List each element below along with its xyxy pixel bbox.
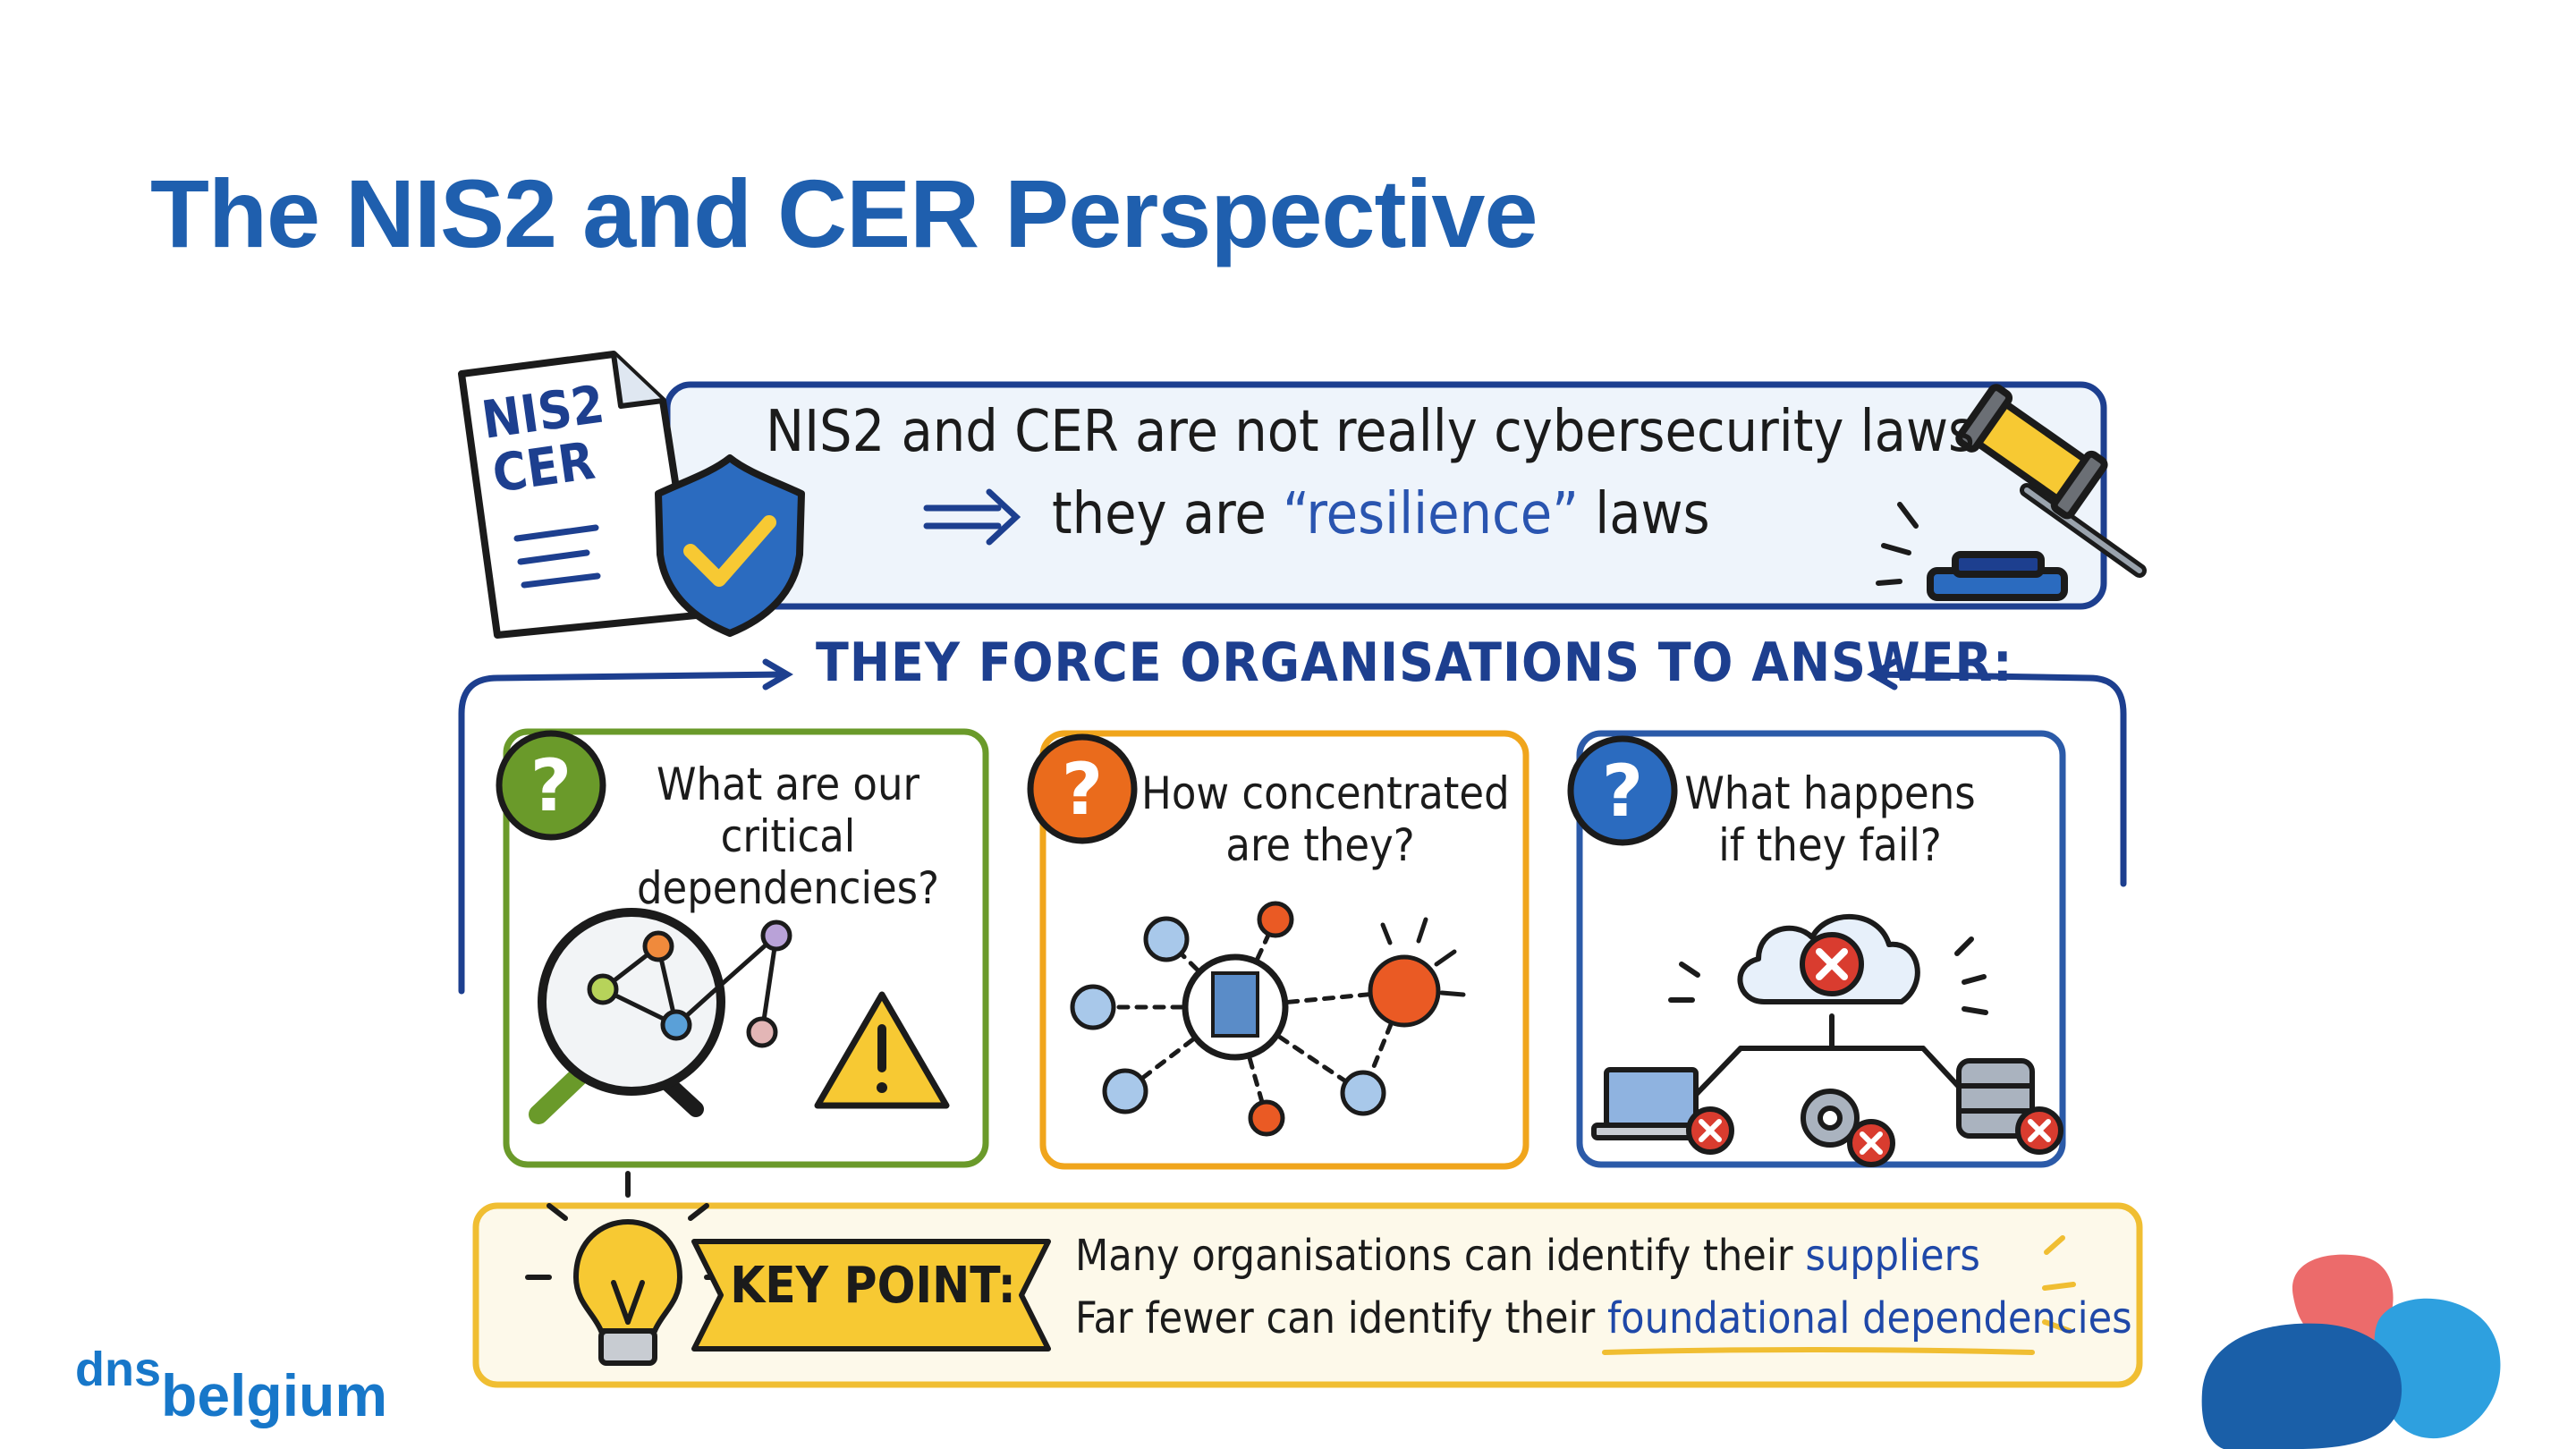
warning-triangle-icon	[814, 991, 950, 1109]
logo-dns: dns	[75, 1343, 162, 1396]
laws-banner-line1: NIS2 and CER are not really cybersecurit…	[766, 399, 1976, 465]
question-circle-3	[1567, 735, 1678, 846]
question-mark-2: ?	[1062, 748, 1103, 831]
lightbulb-icon	[525, 1171, 731, 1366]
illustration-drawing: NIS2 CER	[458, 351, 2147, 1388]
key-point-line1: Many organisations can identify their su…	[1075, 1231, 1980, 1281]
foundational-highlight: foundational dependencies	[1606, 1293, 2132, 1343]
logo-belgium: belgium	[161, 1362, 388, 1428]
question-3-line1: What happens	[1684, 767, 1976, 819]
sparkle-lines	[2042, 1235, 2076, 1334]
brand-shapes	[2201, 1254, 2501, 1449]
question-mark-3: ?	[1602, 750, 1643, 833]
question-1-line2: critical	[720, 810, 856, 862]
question-text-1: What are our critical dependencies?	[609, 758, 967, 914]
shield-check-icon	[655, 454, 805, 637]
key-point-label: KEY POINT:	[730, 1257, 1016, 1315]
concentration-network-icon	[1070, 901, 1466, 1137]
question-3-line2: if they fail?	[1718, 819, 1942, 871]
laws-banner-line2: they are “resilience” laws	[1052, 481, 1710, 547]
magnifier-network-icon	[529, 908, 792, 1124]
question-2-line2: are they?	[1225, 819, 1415, 871]
double-arrow-icon	[923, 488, 1021, 546]
question-1-line1: What are our	[657, 758, 919, 810]
foundational-underline	[1602, 1347, 2035, 1355]
key-point-line1-prefix: Many organisations can identify their	[1075, 1231, 1806, 1281]
question-text-3: What happens if they fail?	[1669, 767, 1991, 871]
resilience-highlight: “resilience”	[1283, 481, 1579, 547]
question-circle-2	[1027, 733, 1138, 844]
light-blue-blob	[2374, 1298, 2501, 1439]
question-text-2: How concentrated are they?	[1141, 767, 1510, 871]
question-circle-1	[496, 730, 606, 841]
key-point-line2: Far fewer can identify their foundationa…	[1075, 1293, 2132, 1343]
bracket-arrows	[458, 658, 2127, 995]
doc-label-cer: CER	[488, 430, 597, 504]
key-point-ribbon	[691, 1239, 1051, 1352]
dnsbelgium-logo: dnsbelgium	[75, 1342, 387, 1428]
gavel-icon	[1876, 384, 2147, 601]
force-heading: THEY FORCE ORGANISATIONS TO ANSWER:	[816, 631, 2013, 694]
suppliers-highlight: suppliers	[1805, 1231, 1980, 1281]
slide-title: The NIS2 and CER Perspective	[150, 159, 1538, 267]
key-point-line2-prefix: Far fewer can identify their	[1075, 1293, 1607, 1343]
question-1-line3: dependencies?	[636, 862, 939, 914]
dark-blue-blob	[2201, 1323, 2402, 1449]
cloud-failure-icon	[1591, 914, 2063, 1167]
coral-blob	[2292, 1254, 2394, 1347]
laws-banner-line2-prefix: they are	[1052, 481, 1284, 547]
laws-banner-line2-suffix: laws	[1578, 481, 1710, 547]
question-card-frame-2	[1039, 730, 1530, 1170]
nis2-cer-illustration: NIS2 CER	[444, 347, 2161, 1402]
question-mark-1: ?	[530, 744, 572, 827]
question-2-line1: How concentrated	[1141, 767, 1510, 819]
